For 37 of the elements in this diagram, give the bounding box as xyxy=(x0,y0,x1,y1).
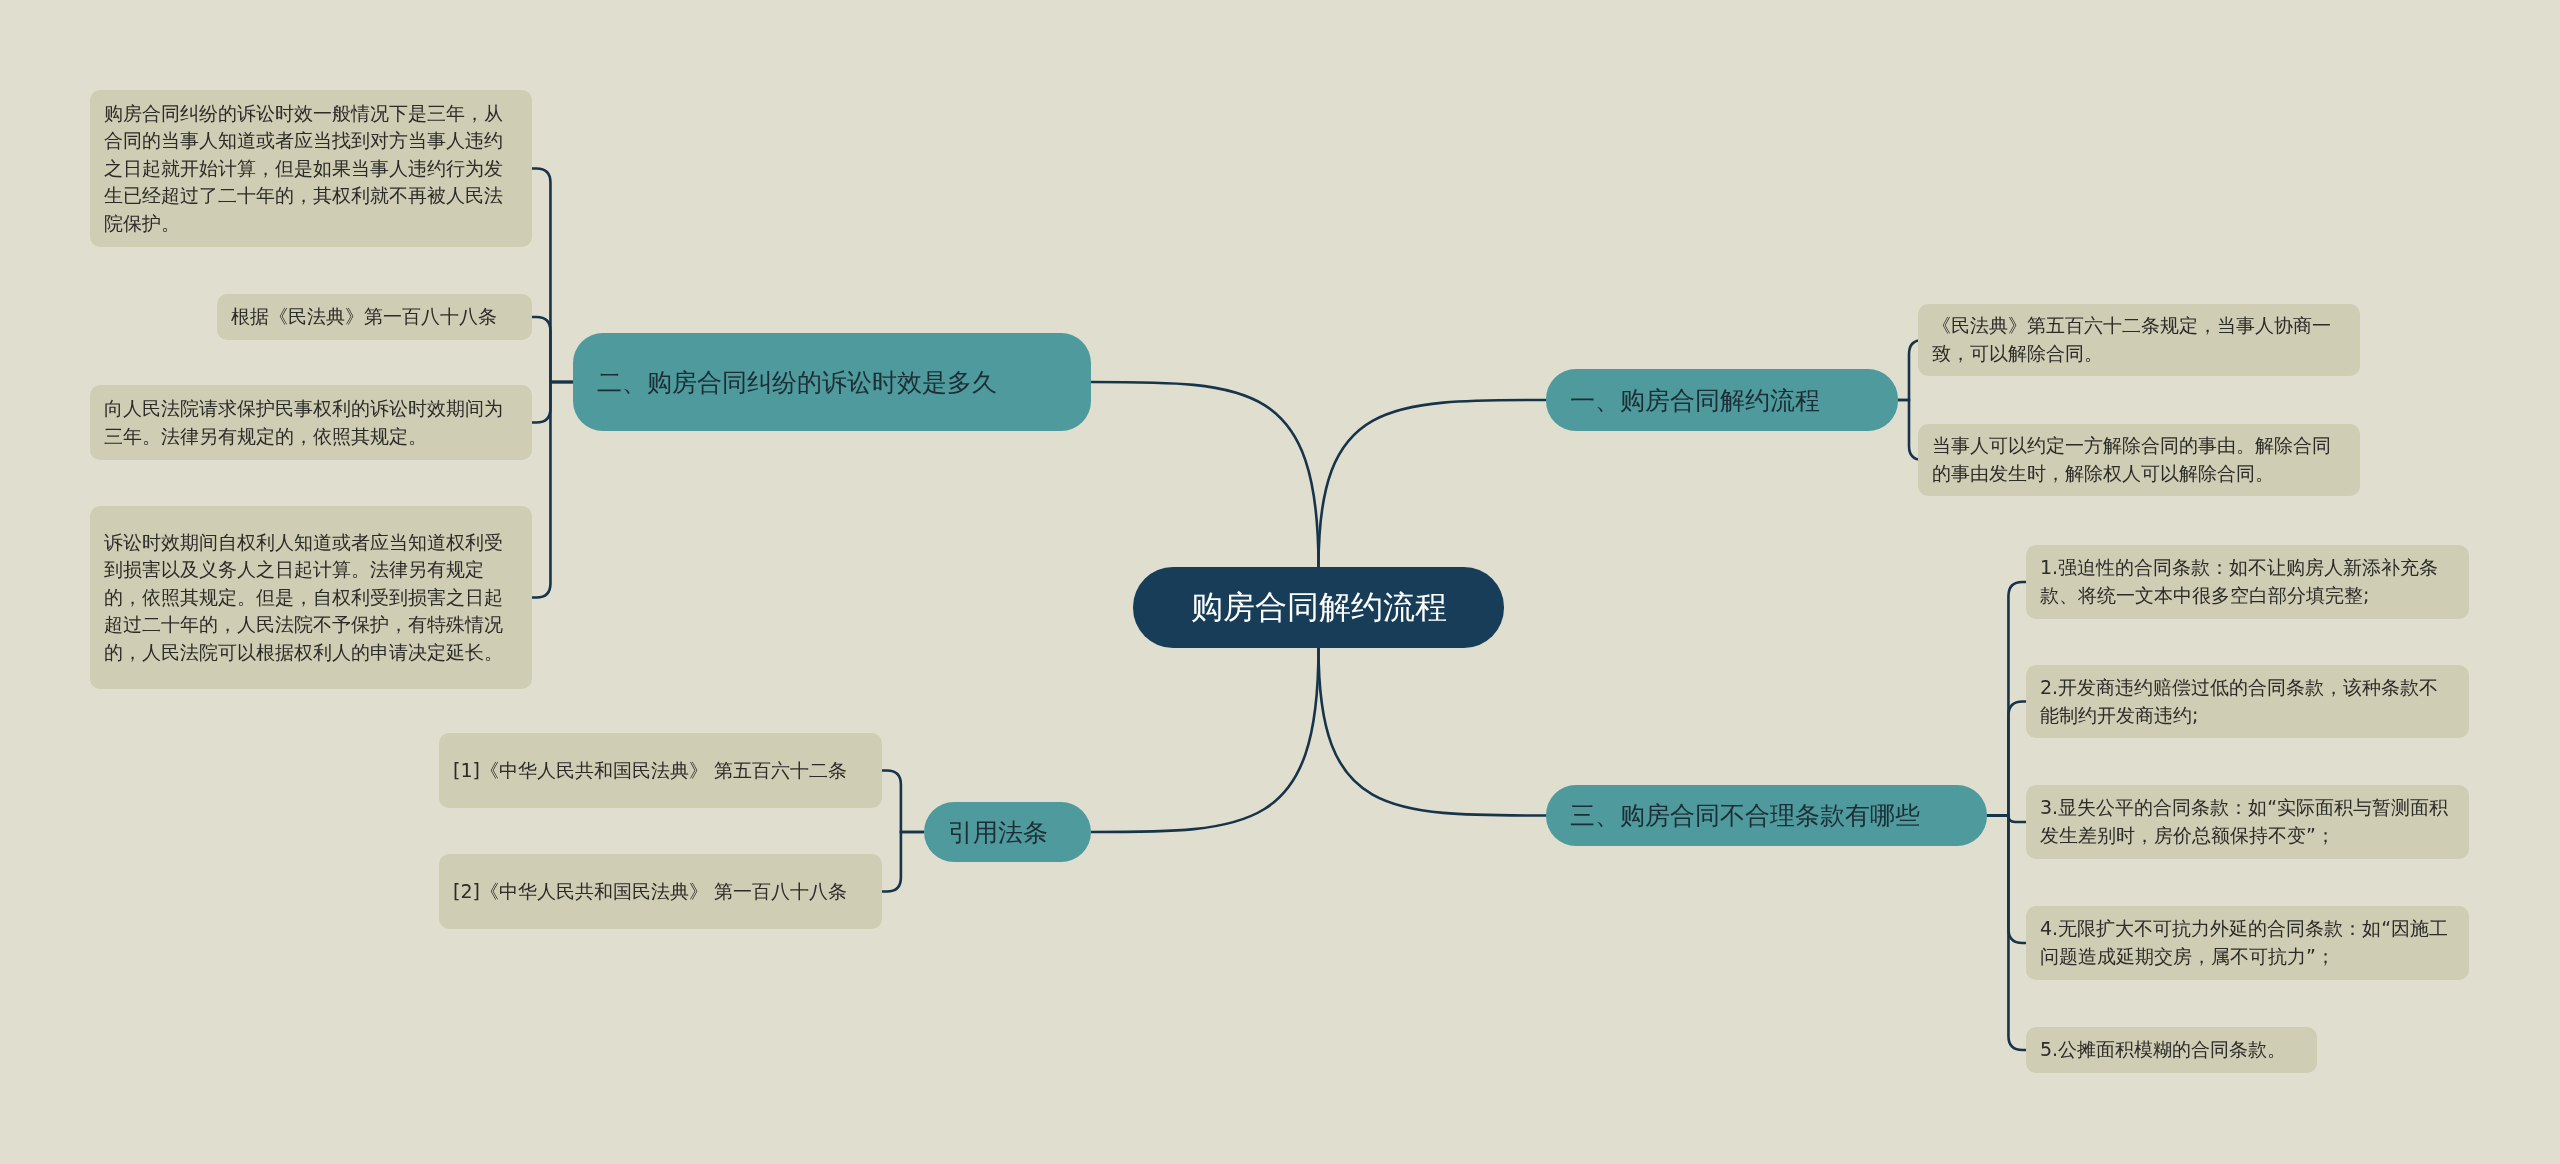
branch-topic xyxy=(924,802,1091,862)
note-card xyxy=(1918,424,2360,496)
branch-topic xyxy=(1546,369,1898,431)
note-text: 向人民法院请求保护民事权利的诉讼时效期间为三年。法律另有规定的，依照其规定。 xyxy=(104,395,504,449)
note-text: 1.强迫性的合同条款：如不让购房人新添补充条款、将统一文本中很多空白部分填完整; xyxy=(2040,555,2440,608)
branch-topic-text: 三、购房合同不合理条款有哪些 xyxy=(1570,800,1920,832)
branch-topic-text: 二、购房合同纠纷的诉讼时效是多久 xyxy=(597,366,997,399)
note-card xyxy=(2026,1027,2317,1073)
note-card xyxy=(90,385,532,460)
branch-topic-text: 引用法条 xyxy=(948,816,1048,849)
note-text: 《民法典》第五百六十二条规定，当事人协商一致，可以解除合同。 xyxy=(1932,313,2332,366)
note-text: [1]《中华人民共和国民法典》 第五百六十二条 xyxy=(453,757,847,783)
note-text: 2.开发商违约赔偿过低的合同条款，该种条款不能制约开发商违约; xyxy=(2040,674,2440,728)
branch-topic xyxy=(573,333,1091,431)
branch-topic-text: 一、购房合同解约流程 xyxy=(1570,384,1820,417)
connector-line xyxy=(1091,647,1320,834)
note-card xyxy=(2026,665,2469,738)
note-text: 4.无限扩大不可抗力外延的合同条款：如“因施工问题造成延期交房，属不可抗力”； xyxy=(2040,916,2449,969)
note-card xyxy=(2026,906,2469,980)
note-card xyxy=(1918,304,2360,376)
note-text: 5.公摊面积模糊的合同条款。 xyxy=(2040,1037,2287,1063)
note-text: 根据《民法典》第一百八十八条 xyxy=(231,304,497,330)
central-topic-text: 购房合同解约流程 xyxy=(1190,586,1447,628)
note-text: 当事人可以约定一方解除合同的事由。解除合同的事由发生时，解除权人可以解除合同。 xyxy=(1932,433,2332,486)
note-card xyxy=(439,733,882,808)
branch-topic xyxy=(1546,785,1987,846)
note-text: 3.显失公平的合同条款：如“实际面积与暂测面积发生差别时，房价总额保持不变”； xyxy=(2040,795,2449,848)
note-text: 诉讼时效期间自权利人知道或者应当知道权利受到损害以及义务人之日起计算。法律另有规定的，依照其规定。但是，自权利受到损害之日起超过二十年的，人民法院不予保护，有特殊情况的，人民法院可以根据权利人的申请决定延长。 xyxy=(104,529,504,665)
note-card xyxy=(2026,545,2469,619)
note-card xyxy=(2026,785,2469,859)
note-card xyxy=(439,854,882,929)
connector-line xyxy=(1091,380,1320,568)
note-text: 购房合同纠纷的诉讼时效一般情况下是三年，从合同的当事人知道或者应当找到对方当事人违约之日起就开始计算，但是如果当事人违约行为发生已经超过了二十年的，其权利就不再被人民法院保护。 xyxy=(104,100,504,236)
note-card xyxy=(90,90,532,247)
note-card xyxy=(90,506,532,689)
note-card xyxy=(217,294,532,340)
note-text: [2]《中华人民共和国民法典》 第一百八十八条 xyxy=(453,878,847,904)
